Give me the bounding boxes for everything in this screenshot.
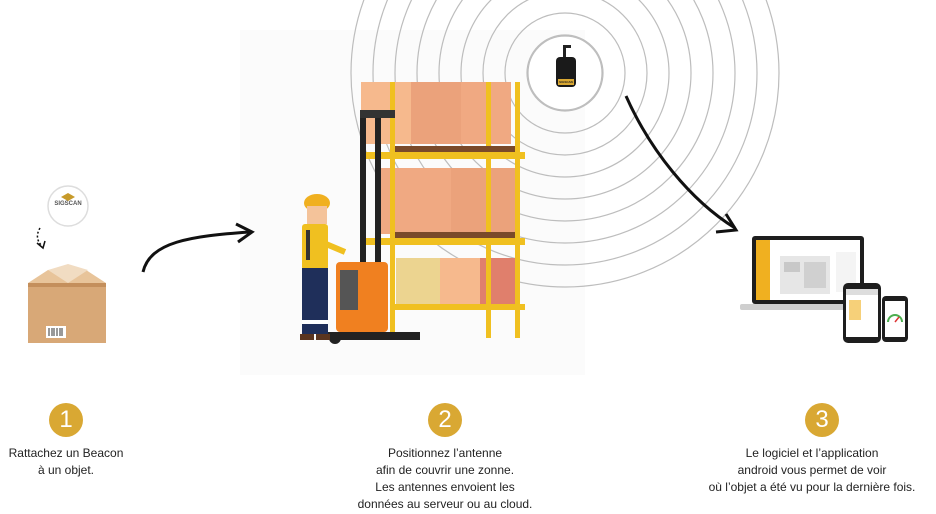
arrow-1-icon <box>141 222 255 273</box>
step-3-line-1: Le logiciel et l’application <box>745 446 879 460</box>
step-3-line-3: où l’objet a été vu pour la dernière foi… <box>708 480 916 494</box>
cardboard-box-icon <box>28 264 106 343</box>
worker-icon <box>300 194 347 340</box>
phone-icon <box>882 296 908 342</box>
step-1-line-2: à un objet. <box>37 463 95 477</box>
step-1-line-1: Rattachez un Beacon <box>8 446 124 460</box>
tablet-icon <box>843 283 881 343</box>
forklift-icon <box>320 110 420 344</box>
step-3-line-2: android vous permet de voir <box>737 463 887 477</box>
sigscan-logo <box>47 185 89 227</box>
step-3-caption: Le logiciel et l’application android vou… <box>690 445 934 496</box>
step-2-line-2: afin de couvrir une zonne. <box>375 463 515 477</box>
step-2-line-4: données au serveur ou au cloud. <box>357 497 533 511</box>
beacon-device-icon <box>556 45 576 87</box>
step-2-badge: 2 <box>428 403 462 437</box>
beacon-text: SIGSCAN <box>559 80 573 84</box>
laptop-icon <box>740 236 876 310</box>
step-2-caption: Positionnez l’antenne afin de couvrir un… <box>345 445 545 513</box>
step-1-caption: Rattachez un Beacon à un objet. <box>3 445 129 479</box>
step-3-badge: 3 <box>805 403 839 437</box>
logo-text: SIGSCAN <box>54 201 82 207</box>
arrow-2-icon <box>624 95 739 234</box>
step-2-line-1: Positionnez l’antenne <box>387 446 503 460</box>
warehouse-rack <box>361 82 525 338</box>
signal-waves-icon <box>350 0 780 288</box>
step-1-badge: 1 <box>49 403 83 437</box>
step-2-line-3: Les antennes envoient les <box>375 480 515 494</box>
